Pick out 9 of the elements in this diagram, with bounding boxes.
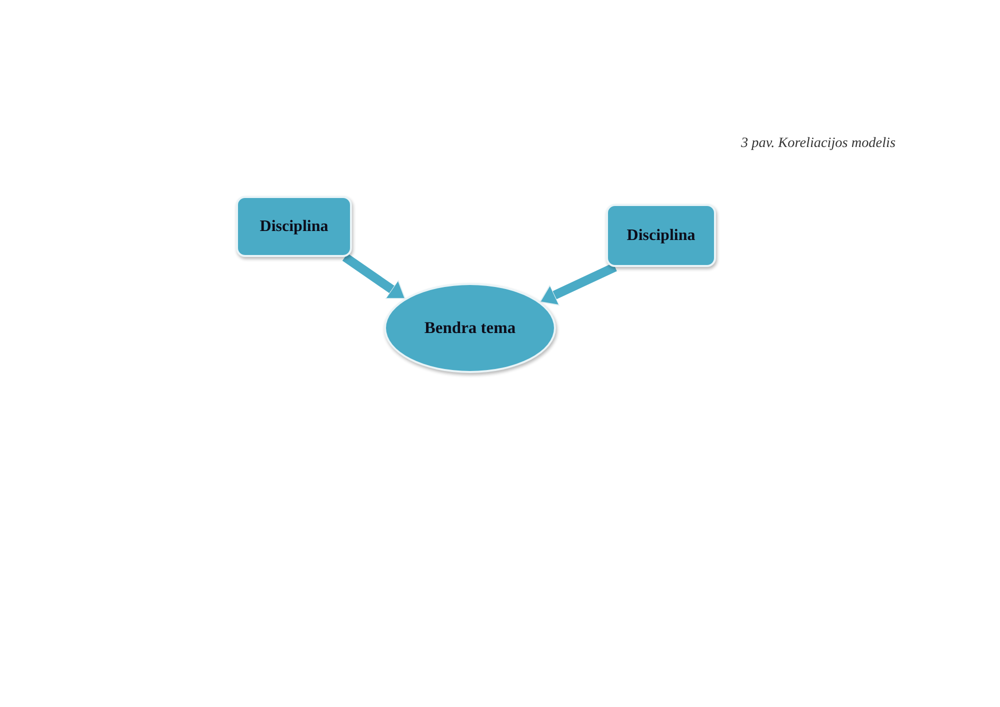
- topic-ellipse: [384, 283, 556, 373]
- discipline-box: [236, 196, 352, 257]
- node-label: Disciplina: [258, 218, 330, 236]
- block-arrow: [540, 262, 617, 306]
- node-label: Bendra tema: [423, 318, 517, 338]
- discipline-box: [606, 204, 716, 267]
- figure-caption: 3 pav. Koreliacijos modelis: [741, 135, 896, 152]
- node-label: Disciplina: [626, 226, 696, 244]
- block-arrow: [342, 253, 406, 300]
